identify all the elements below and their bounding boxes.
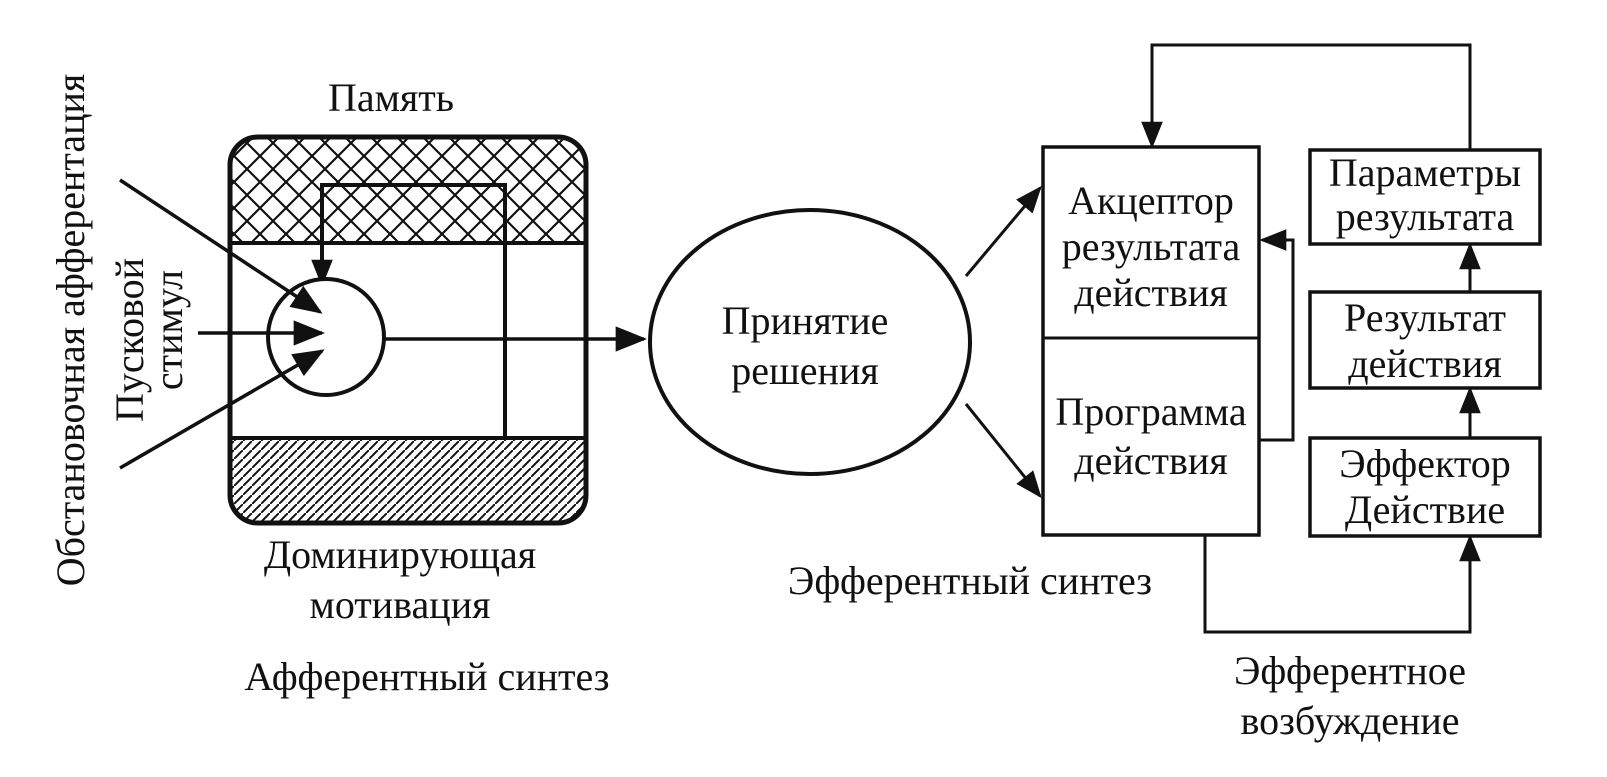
afferent-synthesis-block (227, 134, 589, 526)
memory-label: Память (328, 75, 454, 120)
afferent-synthesis-label: Афферентный синтез (244, 654, 609, 699)
trigger-stimulus-label-1: Пусковой (107, 258, 152, 422)
decision-to-program-arrow (964, 403, 1042, 499)
situational-afferentation-arrow-top (119, 178, 323, 314)
efferent-excitation-loop (1203, 534, 1481, 634)
decision-label-2: решения (731, 348, 879, 393)
comparator-circle (266, 277, 386, 397)
acceptor-label-3: действия (1074, 270, 1227, 315)
action-result-box (1308, 290, 1542, 390)
effector-label-2: Действие (1345, 487, 1505, 532)
memory-hatched-band (230, 137, 586, 243)
situational-afferentation-label: Обстановочная афферентация (48, 74, 93, 587)
decision-to-acceptor-arrow (964, 185, 1042, 277)
efferent-excitation-label-2: возбуждение (1240, 698, 1459, 743)
program-label-2: действия (1074, 438, 1227, 483)
memory-inner-frame (320, 183, 507, 438)
dominant-motivation-label-2: мотивация (310, 582, 491, 627)
effector-label-1: Эффектор (1339, 441, 1511, 486)
dominant-motivation-label-1: Доминирующая (264, 532, 536, 577)
program-to-acceptor-loop (1259, 229, 1295, 442)
result-parameters-box (1308, 148, 1542, 246)
trigger-stimulus-label-2: стимул (146, 270, 191, 390)
motivation-hatched-band (230, 438, 586, 523)
action-result-label-1: Результат (1344, 295, 1506, 340)
action-result-label-2: действия (1348, 341, 1501, 386)
efferent-excitation-label-1: Эфферентное (1234, 648, 1466, 693)
efferent-synthesis-block (1041, 145, 1261, 537)
result-parameters-label-1: Параметры (1329, 150, 1521, 195)
situational-afferentation-arrow-bottom (119, 349, 325, 470)
acceptor-label-1: Акцептор (1068, 178, 1234, 223)
decision-ellipse (648, 208, 972, 476)
program-label-1: Программа (1055, 389, 1246, 434)
acceptor-label-2: результата (1062, 224, 1241, 269)
reverse-afferentation-loop (1141, 43, 1472, 150)
result-parameters-label-2: результата (1336, 194, 1515, 239)
effector-box (1308, 436, 1542, 538)
afferent-block-frame (227, 134, 589, 526)
efferent-synthesis-label: Эфферентный синтез (788, 558, 1152, 603)
decision-label-1: Принятие (722, 298, 889, 343)
